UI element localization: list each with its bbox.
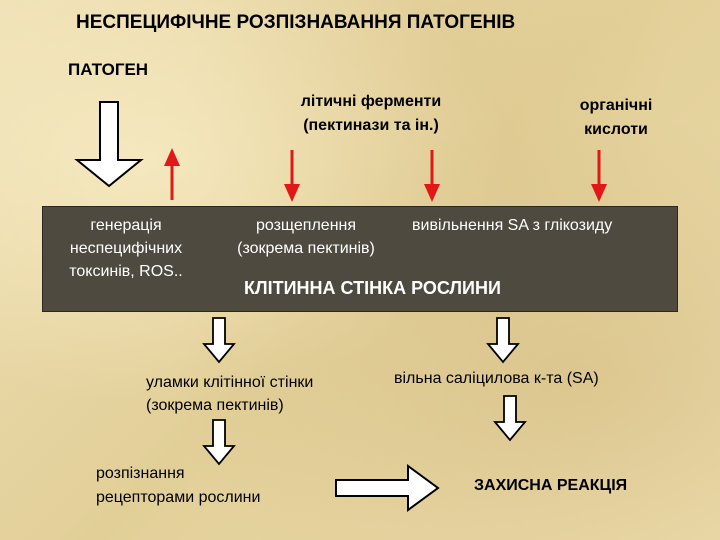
fragments-line2: (зокрема пектинів) bbox=[146, 397, 284, 414]
pathogen-label: ПАТОГЕН bbox=[68, 60, 149, 79]
enzymes-line1: літичні ферменти bbox=[300, 93, 442, 110]
organic-acids-label: органічні кислоти bbox=[556, 94, 676, 142]
wall-col1-line2: неспецифічних bbox=[69, 240, 183, 257]
receptor-recognition-label: розпізнання рецепторами рослини bbox=[96, 462, 260, 510]
acids-line1: органічні bbox=[579, 97, 653, 114]
red-down-arrow-enzymes bbox=[284, 150, 300, 202]
sa-release-text: вивільнення SA з глікозиду bbox=[412, 217, 613, 234]
wall-col2-line1: розщеплення bbox=[255, 217, 357, 234]
plant-cell-wall-box bbox=[42, 206, 678, 312]
cell-wall-title: КЛІТИННА СТІНКА РОСЛИНИ bbox=[244, 278, 501, 298]
enzymes-line2: (пектинази та ін.) bbox=[303, 117, 439, 134]
red-down-arrow-acids bbox=[591, 150, 607, 202]
down-arrow-fragments bbox=[202, 317, 236, 364]
red-up-arrow bbox=[164, 148, 180, 200]
fragments-line1: уламки клітінної стінки bbox=[146, 374, 314, 391]
red-down-arrow-enzymes-2 bbox=[424, 150, 440, 202]
toxin-generation-text: генерація неспецифічних токсинів, ROS.. bbox=[48, 214, 204, 283]
free-salicylic-acid-label: вільна саліцилова к-та (SA) bbox=[394, 370, 599, 387]
defense-reaction-label: ЗАХИСНА РЕАКЦІЯ bbox=[474, 477, 628, 494]
down-arrow-recognition bbox=[202, 419, 236, 466]
recognition-line1: розпізнання bbox=[96, 465, 185, 482]
wall-fragments-label: уламки клітінної стінки (зокрема пектині… bbox=[146, 371, 313, 417]
wall-col1-line1: генерація bbox=[90, 217, 162, 234]
wall-col1-line3: токсинів, ROS.. bbox=[69, 263, 183, 280]
recognition-line2: рецепторами рослини bbox=[96, 489, 261, 506]
cleavage-text: розщеплення (зокрема пектинів) bbox=[214, 214, 398, 260]
acids-line2: кислоти bbox=[584, 121, 648, 138]
down-arrow-defense bbox=[493, 395, 527, 442]
lytic-enzymes-label: літичні ферменти (пектинази та ін.) bbox=[274, 90, 468, 138]
diagram-title: НЕСПЕЦИФІЧНЕ РОЗПІЗНАВАННЯ ПАТОГЕНІВ bbox=[76, 12, 516, 33]
pathogen-down-arrow bbox=[74, 101, 144, 188]
right-arrow-defense bbox=[335, 464, 440, 512]
wall-col2-line2: (зокрема пектинів) bbox=[237, 240, 375, 257]
down-arrow-free-sa bbox=[486, 317, 520, 364]
